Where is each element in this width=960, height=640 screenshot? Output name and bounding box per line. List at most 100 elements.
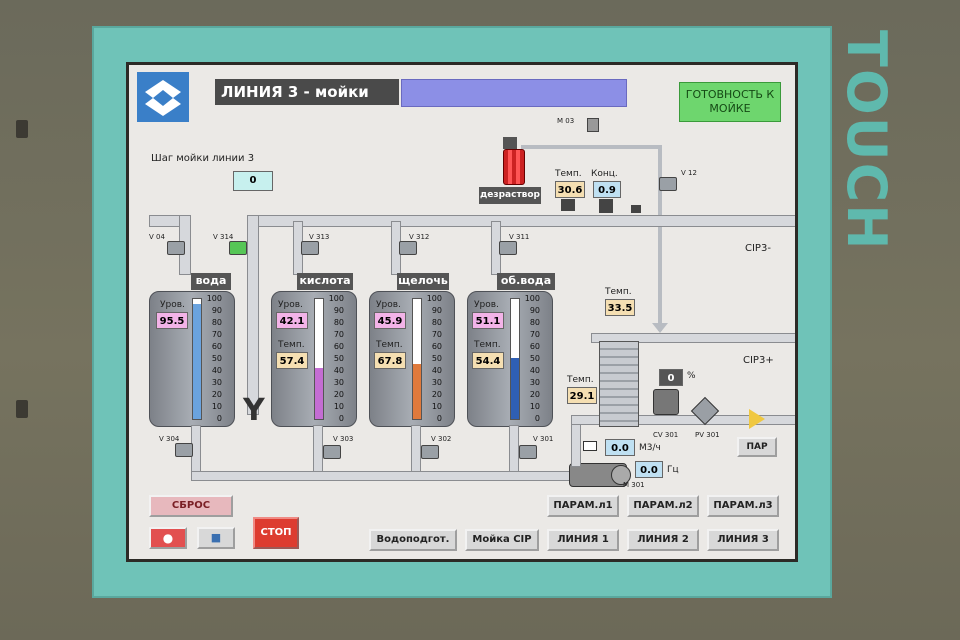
hx-temp-value-top: 33.5 [605, 299, 635, 316]
scale-tick: 10 [333, 402, 344, 411]
step-label: Шаг мойки линии 3 [151, 153, 255, 164]
valve-v313[interactable] [301, 241, 319, 255]
valve-v04[interactable] [167, 241, 185, 255]
tank-level-value: 95.5 [156, 312, 188, 329]
tank-outlet-pipe [411, 425, 421, 475]
steam-arrow-icon [749, 409, 765, 429]
line1-button[interactable]: ЛИНИЯ 1 [547, 529, 619, 551]
level-label: Уров. [278, 300, 303, 310]
scale-tick: 10 [211, 402, 222, 411]
valve-tag-m301: M 301 [623, 481, 645, 489]
param-line3-button[interactable]: ПАРАМ.л3 [707, 495, 779, 517]
level-gauge [510, 298, 520, 420]
dosing-pipe [521, 145, 661, 149]
flow-value: 0.0 [605, 439, 635, 456]
pump-m03-icon[interactable] [587, 118, 599, 132]
scale-tick: 90 [333, 306, 344, 315]
device-brand-label: TOUCH [835, 30, 898, 252]
valve-v312[interactable] [399, 241, 417, 255]
valve-v302[interactable] [421, 445, 439, 459]
page-title: ЛИНИЯ 3 - мойки [215, 79, 399, 105]
flow-unit: М3/ч [639, 443, 661, 453]
alarm-icon-button[interactable]: ● [149, 527, 187, 549]
valve-v314[interactable] [229, 241, 247, 255]
param-line2-button[interactable]: ПАРАМ.л2 [627, 495, 699, 517]
ready-for-wash-button[interactable]: ГОТОВНОСТЬ К МОЙКЕ [679, 82, 781, 122]
temp-sensor-icon [561, 199, 575, 211]
scale-tick: 40 [211, 366, 222, 375]
scale-tick: 60 [431, 342, 442, 351]
scale-tick: 30 [211, 378, 222, 387]
level-gauge [314, 298, 324, 420]
scale-tick: 90 [431, 306, 442, 315]
steam-button[interactable]: ПАР [737, 437, 777, 457]
line3-button[interactable]: ЛИНИЯ 3 [707, 529, 779, 551]
status-message-bar [401, 79, 627, 107]
scale-tick: 0 [338, 414, 344, 423]
level-label: Уров. [160, 300, 185, 310]
tank-name-acid: кислота [297, 273, 353, 290]
control-valve-cv301-icon[interactable] [653, 389, 679, 415]
valve-v301[interactable] [519, 445, 537, 459]
level-gauge-fill [193, 304, 201, 419]
flowmeter-icon [583, 441, 597, 451]
level-label: Уров. [474, 300, 499, 310]
pump-impeller-icon [611, 465, 631, 485]
camera-icon: ■ [210, 531, 222, 544]
cip-wash-button[interactable]: Мойка CIP [465, 529, 539, 551]
scale-tick: 100 [206, 294, 222, 303]
param-line1-button[interactable]: ПАРАМ.л1 [547, 495, 619, 517]
conc-sensor-icon [599, 199, 613, 213]
disinfectant-tank-icon [503, 149, 525, 185]
valve-v12[interactable] [659, 177, 677, 191]
valve-tag-v302: V 302 [431, 435, 452, 443]
level-gauge-fill [413, 363, 421, 419]
valve-tag-v301: V 301 [533, 435, 554, 443]
disinfectant-temp-value: 30.6 [555, 181, 585, 198]
valve-v303[interactable] [323, 445, 341, 459]
frequency-unit: Гц [667, 465, 679, 475]
reset-button[interactable]: СБРОС [149, 495, 233, 517]
temp-label: Темп. [376, 340, 403, 350]
valve-tag-m03: M 03 [557, 117, 575, 125]
scale-tick: 0 [436, 414, 442, 423]
valve-tag-v12: V 12 [681, 169, 697, 177]
line2-button[interactable]: ЛИНИЯ 2 [627, 529, 699, 551]
scale-tick: 40 [333, 366, 344, 375]
screenshot-icon-button[interactable]: ■ [197, 527, 235, 549]
cip-supply-label: CIP3+ [743, 355, 774, 366]
tank-outlet-pipe [313, 425, 323, 475]
dosing-pipe [658, 145, 662, 331]
tank-temp-value: 57.4 [276, 352, 308, 369]
step-value: 0 [233, 171, 273, 191]
suction-pipe [191, 471, 571, 481]
disinfectant-conc-value: 0.9 [593, 181, 621, 198]
tank-temp-value: 67.8 [374, 352, 406, 369]
water-prep-button[interactable]: Водоподгот. [369, 529, 457, 551]
scale-tick: 50 [333, 354, 344, 363]
valve-v304[interactable] [175, 443, 193, 457]
cip-return-pipe [253, 215, 795, 227]
hx-temp-value-bottom: 29.1 [567, 387, 597, 404]
valve-v311[interactable] [499, 241, 517, 255]
tank-name-water: вода [191, 273, 231, 290]
scale-tick: 60 [211, 342, 222, 351]
hx-temp-label-bottom: Темп. [567, 375, 594, 385]
scale-tick: 70 [529, 330, 540, 339]
valve-tag-v314: V 314 [213, 233, 234, 241]
motor-m03-icon [503, 137, 517, 149]
alarm-bell-icon: ● [162, 531, 174, 545]
temp-label: Темп. [278, 340, 305, 350]
tank-temp-value: 54.4 [472, 352, 504, 369]
level-gauge [192, 298, 202, 420]
scale-tick: 50 [211, 354, 222, 363]
tank-level-value: 51.1 [472, 312, 504, 329]
supply-pipe [571, 415, 795, 425]
scale-tick: 90 [529, 306, 540, 315]
scale-tick: 100 [524, 294, 540, 303]
level-gauge-fill [511, 357, 519, 419]
tank-name-rinse: об.вода [497, 273, 555, 290]
stop-button[interactable]: СТОП [253, 517, 299, 549]
